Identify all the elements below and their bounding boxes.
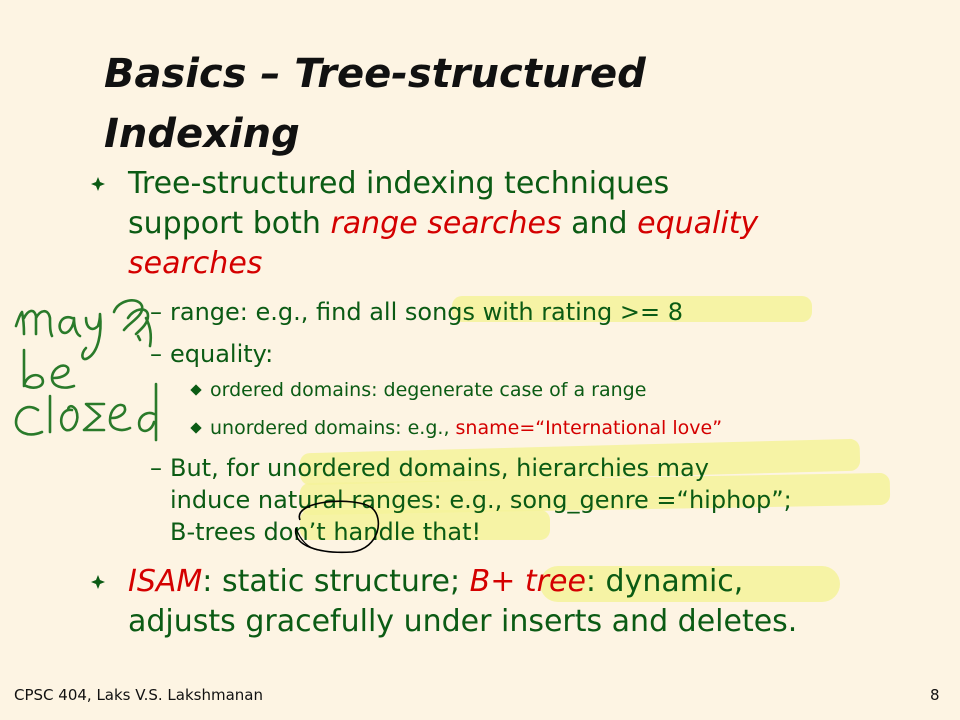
title-line-1: Basics – Tree-structured — [104, 51, 646, 97]
bplus-tree-term: B+ tree — [469, 564, 586, 599]
bullet-diamond-icon — [91, 177, 105, 191]
bullet-2-line-1: ISAM: static structure; B+ tree: dynamic… — [128, 562, 743, 602]
subsub-unordered: unordered domains: e.g., sname=“Internat… — [210, 415, 722, 441]
footer-course: CPSC 404, Laks V.S. Lakshmanan — [14, 686, 263, 704]
isam-term: ISAM — [128, 564, 203, 599]
sub-bullet-equality: equality: — [170, 340, 274, 368]
highlight-dynamic — [540, 566, 840, 602]
bullet-2-dynamic: : dynamic, — [585, 564, 744, 599]
subsub-ordered: ordered domains: degenerate case of a ra… — [210, 379, 647, 401]
page-number: 8 — [930, 686, 940, 704]
bullet-1-line-3: searches — [128, 246, 263, 281]
sub-bullet-but-line-3: B-trees don’t handle that! — [170, 518, 482, 546]
dash-equality: – — [150, 340, 162, 368]
subsub-diamond-icon — [190, 422, 202, 434]
subsub-diamond-icon — [190, 384, 202, 396]
bullet-1-text: support both — [128, 206, 331, 241]
bullet-1-line-1: Tree-structured indexing techniques — [128, 166, 670, 201]
highlight-rating — [452, 296, 812, 322]
dash-range: – — [150, 298, 162, 326]
equality-term: equality — [637, 206, 759, 241]
bullet-2-line-2: adjusts gracefully under inserts and del… — [128, 604, 798, 639]
bullet-diamond-icon — [91, 575, 105, 589]
page-title: Basics – Tree-structured Indexing — [104, 44, 864, 164]
range-searches-term: range searches — [330, 206, 562, 241]
title-line-2: Indexing — [104, 111, 300, 157]
dash-but: – — [150, 454, 162, 482]
sname-example: sname=“International love” — [455, 417, 723, 439]
bullet-2-static: : static structure; — [202, 564, 470, 599]
subsub-unordered-text: unordered domains: e.g., — [210, 417, 456, 439]
sub-bullet-but-line-2: induce natural ranges: e.g., song_genre … — [170, 486, 792, 514]
sub-bullet-range: range: e.g., find all songs with rating … — [170, 298, 684, 326]
bullet-1-and: and — [561, 206, 638, 241]
bullet-1-line-2: support both range searches and equality — [128, 204, 758, 244]
sub-bullet-but-line-1: But, for unordered domains, hierarchies … — [170, 454, 709, 482]
